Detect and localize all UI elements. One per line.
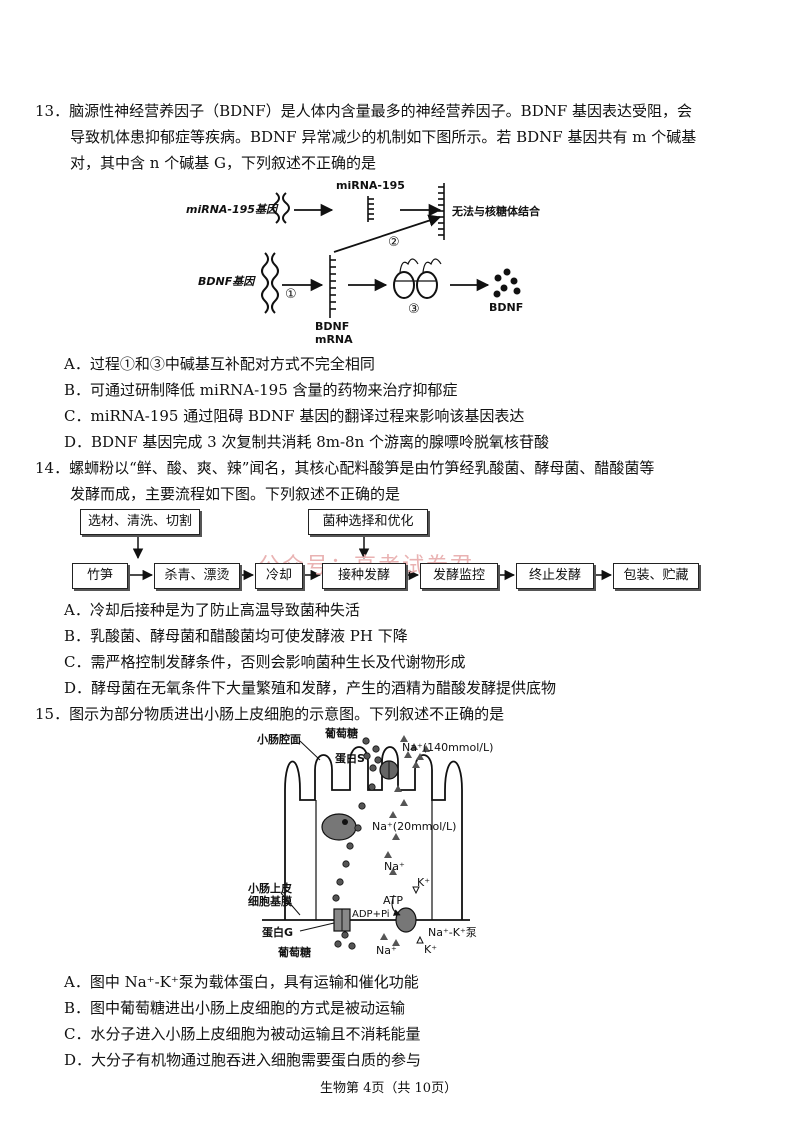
glucose-bottom-label: 葡萄糖 [278, 946, 311, 959]
q15-stem: 15．图示为部分物质进出小肠上皮细胞的示意图。下列叙述不正确的是 [35, 705, 505, 723]
q15-option-b: B．图中葡萄糖进出小肠上皮细胞的方式是被动运输 [64, 999, 406, 1017]
step1-label: ① [285, 287, 297, 302]
basement-label-2: 细胞基膜 [248, 895, 292, 908]
page-footer: 生物第 4页（共 10页） [320, 1081, 458, 1096]
k-label: K⁺ [417, 876, 431, 889]
bdnf-gene-helix-icon [261, 252, 279, 314]
no-bind-label: 无法与核糖体结合 [452, 205, 540, 218]
bdnf-mrna-label-1: BDNF [315, 320, 350, 333]
q15-option-d: D．大分子有机物通过胞吞进入细胞需要蛋白质的参与 [64, 1051, 422, 1069]
bdnf-protein-dots-icon [493, 268, 521, 298]
q13-option-c: C．miRNA-195 通过阻碍 BDNF 基因的翻译过程来影响该基因表达 [64, 407, 525, 425]
glucose-top-label: 葡萄糖 [325, 727, 358, 740]
q13-option-a: A．过程①和③中碱基互补配对方式不完全相同 [64, 355, 375, 373]
mirna-label: miRNA-195 [336, 179, 405, 192]
q14-option-b: B．乳酸菌、酵母菌和醋酸菌均可使发酵液 PH 下降 [64, 627, 408, 645]
q15-option-a: A．图中 Na⁺-K⁺泵为载体蛋白，具有运输和催化功能 [64, 973, 419, 991]
na-k-pump-icon [395, 907, 417, 933]
flow-box-package: 包装、贮藏 [613, 563, 699, 589]
step2-label: ② [388, 235, 400, 250]
basement-label-1: 小肠上皮 [248, 882, 292, 895]
bdnf-mrna-icon [329, 255, 336, 318]
flow-box-monitor: 发酵监控 [420, 563, 498, 589]
na-label: Na⁺ [384, 860, 405, 873]
na-140-label: Na⁺(140mmol/L) [402, 741, 494, 754]
q13-option-b: B．可通过研制降低 miRNA-195 含量的药物来治疗抑郁症 [64, 381, 458, 399]
q13-option-d: D．BDNF 基因完成 3 次复制共消耗 8m-8n 个游离的腺嘌呤脱氧核苷酸 [64, 433, 550, 451]
q13-stem-line2: 导致机体患抑郁症等疾病。BDNF 异常减少的机制如下图所示。若 BDNF 基因共… [70, 128, 697, 146]
mirna-gene-helix-icon [272, 192, 290, 224]
flow-box-strain: 菌种选择和优化 [308, 509, 428, 535]
flow-box-blanch: 杀青、漂烫 [154, 563, 240, 589]
q14-option-c: C．需严格控制发酵条件，否则会影响菌种生长及代谢物形成 [64, 653, 466, 671]
flow-box-stop: 终止发酵 [516, 563, 594, 589]
bdnf-mrna-label-2: mRNA [315, 333, 353, 346]
cell-membrane-outline [284, 746, 463, 920]
sodium-triangles-icon [380, 735, 430, 946]
q13-stem-line3: 对，其中含 n 个碱基 G，下列叙述不正确的是 [70, 154, 376, 172]
atp-label: ATP [383, 894, 404, 907]
na-k-pump-label: Na⁺-K⁺泵 [428, 926, 477, 939]
na-20-label: Na⁺(20mmol/L) [372, 820, 457, 833]
flow-box-bamboo: 竹笋 [72, 563, 128, 589]
flow-box-prep: 选材、清洗、切割 [80, 509, 200, 535]
protein-g-label: 蛋白G [262, 926, 294, 939]
q15-option-c: C．水分子进入小肠上皮细胞为被动运输且不消耗能量 [64, 1025, 421, 1043]
adp-label: ADP+Pi [352, 909, 390, 920]
bdnf-gene-label: BDNF基因 [198, 275, 255, 288]
lumen-label: 小肠腔面 [257, 733, 301, 746]
na-bottom-label: Na⁺ [376, 944, 397, 957]
bdnf-protein-label: BDNF [489, 301, 524, 314]
q14-stem-line1: 14．螺蛳粉以“鲜、酸、爽、辣”闻名，其核心配料酸笋是由竹笋经乳酸菌、酵母菌、醋… [35, 459, 655, 477]
flow-box-inoculate: 接种发酵 [322, 563, 406, 589]
ribosome-icon [393, 258, 442, 299]
q13-stem-line1: 13．脑源性神经营养因子（BDNF）是人体内含量最多的神经营养因子。BDNF 基… [35, 102, 693, 120]
nucleus-icon [321, 813, 357, 841]
k-bottom-label: K⁺ [424, 943, 438, 956]
glucose-dots-icon [332, 737, 382, 950]
q14-option-a: A．冷却后接种是为了防止高温导致菌种失活 [64, 601, 360, 619]
arrow-to-bound [333, 214, 442, 253]
q14-stem-line2: 发酵而成，主要流程如下图。下列叙述不正确的是 [70, 485, 401, 503]
step3-label: ③ [408, 302, 420, 317]
protein-s-label: 蛋白S [335, 752, 365, 765]
mirna-strand-icon [367, 196, 374, 222]
q14-option-d: D．酵母菌在无氧条件下大量繁殖和发酵，产生的酒精为醋酸发酵提供底物 [64, 679, 557, 697]
mirna-gene-label: miRNA-195基因 [186, 203, 277, 216]
flow-box-cool: 冷却 [255, 563, 303, 589]
